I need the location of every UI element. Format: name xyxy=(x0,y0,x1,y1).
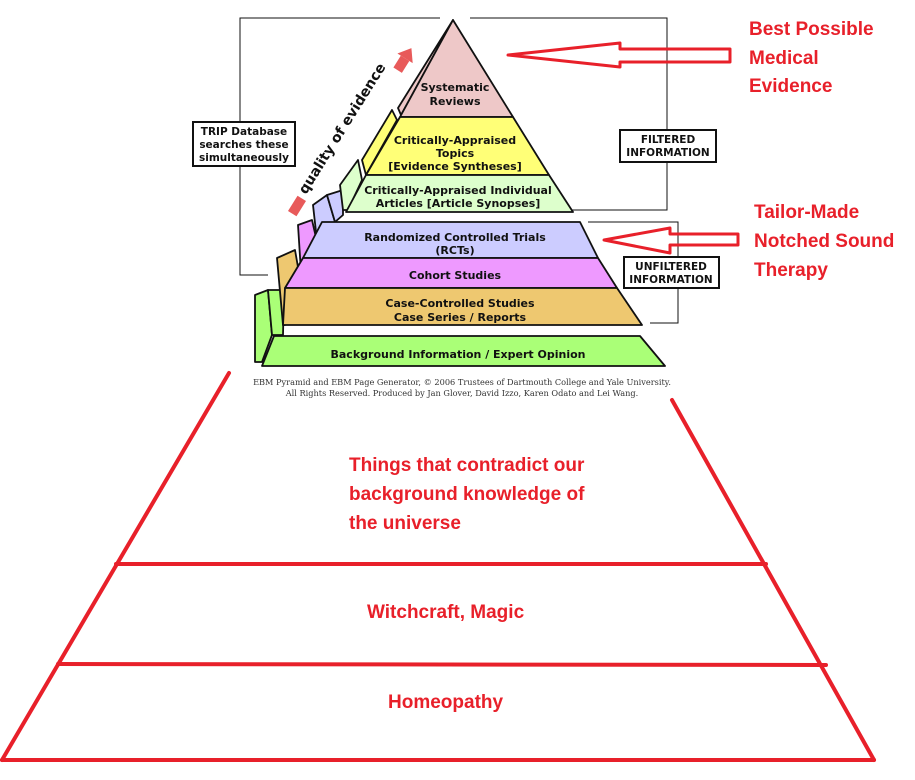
level-label: Cohort Studies xyxy=(409,269,502,282)
credit-line: EBM Pyramid and EBM Page Generator, © 20… xyxy=(253,377,671,387)
annotation-line: Tailor-Made xyxy=(754,202,859,223)
credit-text: EBM Pyramid and EBM Page Generator, © 20… xyxy=(253,377,671,398)
level-label: Reviews xyxy=(429,95,480,108)
level-background xyxy=(261,335,666,367)
best-evidence-arrow-icon xyxy=(506,41,732,69)
level-ca-articles xyxy=(345,174,574,213)
trip-line: TRIP Database xyxy=(201,126,287,138)
side-face-background xyxy=(254,289,273,363)
trip-line: searches these xyxy=(199,139,288,151)
tier-label: Things that contradict our xyxy=(349,455,585,476)
lower-pyramid-right-edge xyxy=(670,398,876,762)
credit-line: All Rights Reserved. Produced by Jan Glo… xyxy=(285,388,638,398)
level-label: Randomized Controlled Trials xyxy=(364,231,546,244)
tier-label: Witchcraft, Magic xyxy=(367,602,525,623)
level-label: [Evidence Syntheses] xyxy=(388,160,522,173)
trip-bracket xyxy=(239,17,440,276)
level-label: Articles [Article Synopses] xyxy=(376,197,541,210)
tier-label: the universe xyxy=(349,513,461,534)
annotation-line: Medical xyxy=(749,48,819,69)
trip-database-box: TRIP Database searches these simultaneou… xyxy=(192,121,296,167)
annotation-line: Best Possible xyxy=(749,19,874,40)
best-evidence-annotation: Best Possible Medical Evidence xyxy=(749,19,874,97)
tier-divider xyxy=(56,662,828,667)
level-label: Systematic xyxy=(421,81,490,94)
unfiltered-line: UNFILTERED xyxy=(635,261,707,273)
level-labels: Systematic Reviews Critically-Appraised … xyxy=(331,81,586,361)
filtered-line: INFORMATION xyxy=(626,147,709,159)
level-label: Case Series / Reports xyxy=(394,311,527,324)
pyramid-levels xyxy=(261,19,666,367)
filtered-information-box: FILTERED INFORMATION xyxy=(619,129,717,163)
level-label: Background Information / Expert Opinion xyxy=(331,348,586,361)
lower-pyramid-left-edge xyxy=(0,371,231,762)
lower-pyramid xyxy=(0,371,876,762)
tier-label: Homeopathy xyxy=(388,692,504,713)
unfiltered-line: INFORMATION xyxy=(629,274,712,286)
trip-line: simultaneously xyxy=(199,152,289,164)
tier-label: background knowledge of xyxy=(349,484,585,505)
tailor-made-arrow-icon xyxy=(602,226,740,255)
filtered-line: FILTERED xyxy=(641,134,696,146)
side-face-rct-2 xyxy=(326,189,344,223)
level-label: Topics xyxy=(436,147,475,160)
annotation-line: Evidence xyxy=(749,76,832,97)
level-label: Critically-Appraised Individual xyxy=(364,184,552,197)
level-label: Case-Controlled Studies xyxy=(385,297,535,310)
quality-arrow-tail-icon xyxy=(287,195,307,217)
level-case-controlled xyxy=(282,287,643,326)
tailor-made-annotation: Tailor-Made Notched Sound Therapy xyxy=(754,202,894,281)
quality-arrow-head-icon xyxy=(393,48,413,73)
lower-pyramid-labels: Things that contradict our background kn… xyxy=(349,455,585,713)
level-label: Critically-Appraised xyxy=(394,134,516,147)
filtered-bracket xyxy=(470,17,668,211)
annotation-line: Notched Sound xyxy=(754,231,894,252)
unfiltered-information-box: UNFILTERED INFORMATION xyxy=(623,256,720,289)
annotation-line: Therapy xyxy=(754,260,828,281)
level-label: (RCTs) xyxy=(435,244,474,257)
side-face-topics xyxy=(361,109,398,176)
